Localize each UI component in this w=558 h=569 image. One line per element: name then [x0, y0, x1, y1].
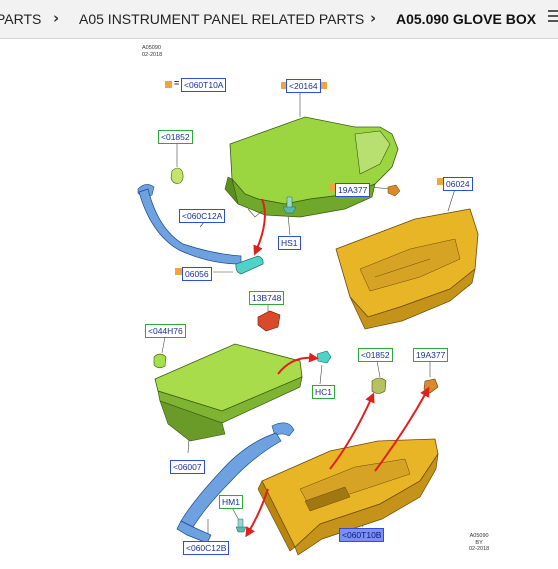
part-label-01852-lower[interactable]: <01852 — [358, 348, 393, 362]
upper-housing — [224, 116, 399, 218]
part-label-hm1[interactable]: HM1 — [219, 495, 243, 509]
lower-glove-box — [257, 438, 439, 556]
latch-13b748 — [257, 310, 281, 332]
menu-icon[interactable] — [548, 10, 558, 26]
legend-equals: = — [174, 78, 180, 88]
part-label-06056[interactable]: 06056 — [182, 267, 212, 281]
callout-marker — [437, 178, 444, 185]
callout-marker — [320, 82, 327, 89]
part-label-hs1[interactable]: HS1 — [278, 236, 301, 250]
part-label-hc1[interactable]: HC1 — [312, 385, 336, 399]
part-label-06024[interactable]: 06024 — [443, 177, 473, 191]
part-label-060c12b[interactable]: <060C12B — [183, 541, 230, 555]
part-label-01852-upper[interactable]: <01852 — [158, 130, 193, 144]
hs1-screw — [282, 206, 297, 214]
part-label-19a377-upper[interactable]: 19A377 — [335, 183, 371, 197]
diagram-code-bottom: A05090 BY 02-2018 — [469, 533, 490, 552]
upper-glove-box — [335, 208, 479, 330]
breadcrumb: PARTS › A05 INSTRUMENT PANEL RELATED PAR… — [0, 0, 558, 39]
part-label-20164[interactable]: <20164 — [286, 79, 321, 93]
cable-06056 — [235, 255, 264, 275]
chevron-right-icon: › — [53, 9, 60, 27]
callout-marker — [281, 82, 288, 89]
breadcrumb-item-instrument-panel[interactable]: A05 INSTRUMENT PANEL RELATED PARTS — [79, 11, 365, 27]
callout-marker — [329, 184, 336, 191]
part-label-13b748[interactable]: 13B748 — [249, 291, 285, 305]
upper-duct — [138, 188, 242, 265]
hm1-screw — [235, 526, 247, 533]
clip-01852 — [371, 377, 387, 394]
part-label-044h76[interactable]: <044H76 — [145, 324, 186, 338]
legend-marker — [165, 81, 172, 88]
part-label-060c12a[interactable]: <060C12A — [179, 209, 226, 223]
hc1-connector — [316, 350, 332, 364]
breadcrumb-item-parts[interactable]: PARTS — [0, 11, 42, 27]
assembly-arrows — [245, 198, 430, 538]
clip-044h76 — [153, 353, 167, 369]
diagram-code-top: A05090 02-2018 — [142, 45, 163, 58]
parts-diagram: A05090 02-2018 A05090 BY 02-2018 = <060T… — [0, 39, 558, 569]
callout-marker — [175, 268, 182, 275]
upper-clip — [170, 167, 184, 184]
breadcrumb-item-glove-box: A05.090 GLOVE BOX — [396, 11, 537, 27]
part-label-06007[interactable]: <06007 — [170, 460, 205, 474]
lower-housing — [154, 343, 303, 442]
part-label-060t10b[interactable]: <060T10B — [339, 528, 385, 542]
chevron-right-icon: › — [370, 9, 377, 27]
part-label-060t10a[interactable]: <060T10A — [181, 78, 227, 92]
exploded-view-illustration — [137, 91, 479, 556]
part-label-19a377-lower[interactable]: 19A377 — [413, 348, 449, 362]
